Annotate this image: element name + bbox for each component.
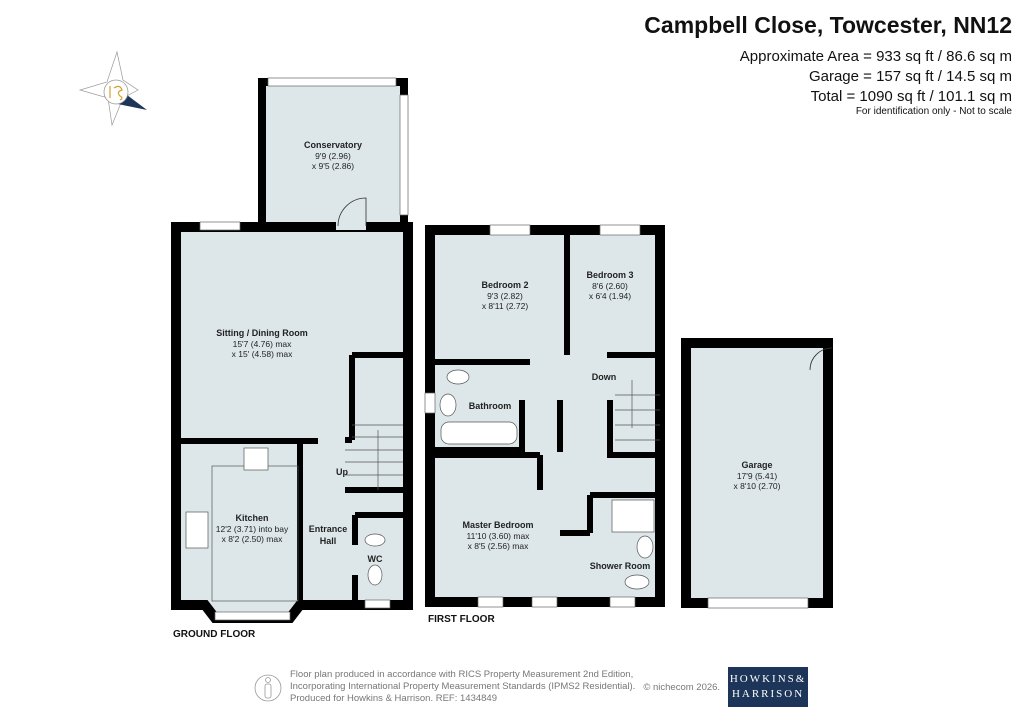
footer-line: Produced for Howkins & Harrison. REF: 14… <box>290 693 497 704</box>
ground-floor-label: GROUND FLOOR <box>173 629 256 640</box>
conservatory-door-opening[interactable] <box>336 222 366 230</box>
room-dimension: 15'7 (4.76) max <box>233 339 293 349</box>
garage-area: Garage = 157 sq ft / 14.5 sq m <box>808 68 1012 85</box>
copyright: © nichecom 2026. <box>643 681 721 693</box>
room-dimension: x 8'5 (2.56) max <box>468 541 529 551</box>
total-area: Total = 1090 sq ft / 101.1 sq m <box>810 88 1012 105</box>
scale-note: For identification only - Not to scale <box>855 106 1012 117</box>
logo-line: HOWKINS& <box>729 673 807 685</box>
footer-line: Floor plan produced in accordance with R… <box>290 669 634 680</box>
room-label: Entrance <box>309 524 348 534</box>
stairs-label: Up <box>336 467 348 477</box>
room-label: Hall <box>320 536 337 546</box>
room-label: Conservatory <box>304 140 362 150</box>
side-door-swing <box>809 347 833 371</box>
toilet-icon <box>446 369 470 385</box>
room-label: Shower Room <box>590 561 651 571</box>
window <box>199 221 241 231</box>
garage-plan <box>681 338 833 609</box>
room-label: Garage <box>741 460 772 470</box>
room-dimension: 11'10 (3.60) max <box>467 531 531 541</box>
person-scale-icon <box>254 674 282 702</box>
garage-door[interactable] <box>707 597 809 609</box>
basin-icon <box>636 535 654 559</box>
room-label: Bedroom 3 <box>586 270 633 280</box>
ground-floor-plan <box>171 77 413 623</box>
footer: Floor plan produced in accordance with R… <box>290 667 809 707</box>
shower-tray-icon <box>611 499 655 533</box>
property-title: Campbell Close, Towcester, NN12 <box>644 12 1012 38</box>
room-label: Sitting / Dining Room <box>216 328 308 338</box>
footer-line: Incorporating International Property Mea… <box>290 681 636 692</box>
approximate-area: Approximate Area = 933 sq ft / 86.6 sq m <box>739 48 1012 65</box>
window <box>399 94 409 216</box>
footer-disclaimer: Floor plan produced in accordance with R… <box>290 669 635 705</box>
room-dimension: x 8'10 (2.70) <box>734 481 781 491</box>
room-dimension: 9'3 (2.82) <box>487 291 523 301</box>
basin-icon <box>364 533 386 547</box>
compass-icon <box>78 50 147 127</box>
window <box>364 599 391 609</box>
kitchen-fittings <box>185 447 386 602</box>
first-floor-label: FIRST FLOOR <box>428 614 495 625</box>
stairs-down <box>615 380 660 441</box>
room-dimension: x 9'5 (2.86) <box>312 161 354 171</box>
room-dimension: x 6'4 (1.94) <box>589 291 631 301</box>
sink-icon <box>185 511 209 549</box>
room-dimension: 17'9 (5.41) <box>737 471 778 481</box>
room-dimension: x 8'11 (2.72) <box>482 301 529 311</box>
toilet-icon <box>624 574 650 590</box>
first-floor-plan <box>424 224 665 608</box>
room-label: Bedroom 2 <box>481 280 528 290</box>
room-dimension: x 8'2 (2.50) max <box>222 534 283 544</box>
logo-line: HARRISON <box>731 688 805 700</box>
room-dimension: 8'6 (2.60) <box>592 281 628 291</box>
stairs-label: Down <box>592 372 617 382</box>
bathroom-fittings <box>439 369 655 590</box>
bath-icon <box>440 421 518 445</box>
hob-icon <box>243 447 269 471</box>
room-label: Kitchen <box>235 513 268 523</box>
door-swing <box>337 197 367 227</box>
window <box>267 77 397 87</box>
room-dimension: 9'9 (2.96) <box>315 151 351 161</box>
room-label: Bathroom <box>469 401 512 411</box>
room-dimension: 12'2 (3.71) into bay <box>216 524 289 534</box>
room-label: WC <box>368 554 383 564</box>
room-label: Master Bedroom <box>462 520 533 530</box>
bay-window <box>214 611 291 621</box>
stairs-up <box>345 424 403 490</box>
room-dimension: x 15' (4.58) max <box>232 349 293 359</box>
conservatory-walls <box>258 78 408 232</box>
basin-icon <box>439 393 457 417</box>
howkins-harrison-logo: HOWKINS& HARRISON <box>728 667 809 707</box>
toilet-icon <box>367 564 383 586</box>
